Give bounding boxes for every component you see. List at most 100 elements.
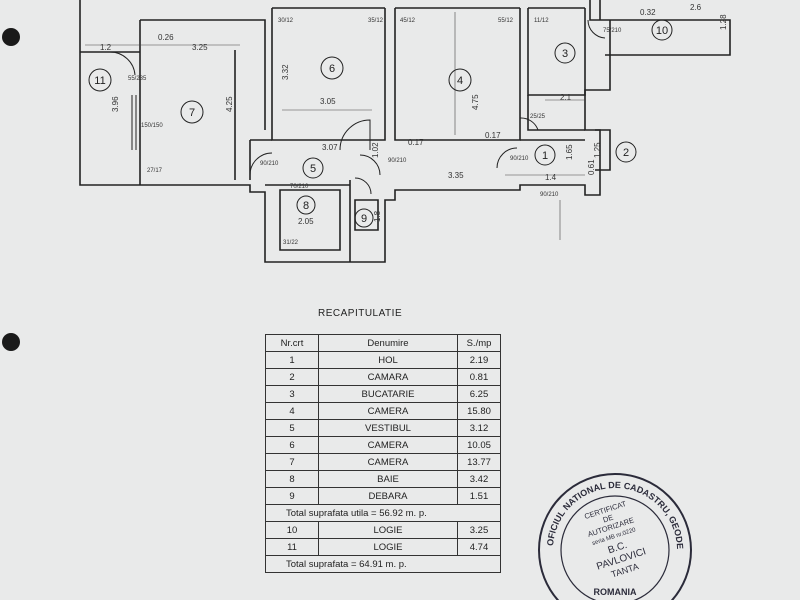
dim-label: 0.61 <box>587 159 596 175</box>
header-sup: S./mp <box>457 334 501 352</box>
cell-sup: 1.51 <box>457 487 501 505</box>
dim-label: 0.17 <box>485 131 501 140</box>
dim-label: 2.1 <box>560 93 572 102</box>
window-label: 150/150 <box>141 123 163 129</box>
cell-nr: 2 <box>265 368 319 386</box>
cell-name: LOGIE <box>318 521 458 539</box>
dim-label: 3.96 <box>111 96 120 112</box>
room-number-8: 8 <box>303 200 309 212</box>
room-circle-4 <box>448 68 472 92</box>
cell-nr: 11 <box>265 538 319 556</box>
window-label: 30/12 <box>278 18 294 24</box>
room-circle-9 <box>354 208 374 228</box>
room-number-3: 3 <box>562 48 568 60</box>
cell-name: CAMERA <box>318 402 458 420</box>
cell-name: DEBARA <box>318 487 458 505</box>
header-nr: Nr.crt <box>265 334 319 352</box>
stamp-line: DE <box>602 513 615 525</box>
floor-plan: 1 2 3 4 5 6 7 8 9 10 11 1.2 0.26 3.25 3.… <box>79 0 731 263</box>
cell-name: HOL <box>318 351 458 369</box>
room-circle-6 <box>320 56 344 80</box>
room-circle-7 <box>180 100 204 124</box>
punch-hole-top <box>2 28 20 46</box>
dim-label: 3.05 <box>320 97 336 106</box>
dim-label: 1.25 <box>593 142 602 158</box>
window-label: 31/22 <box>283 240 299 246</box>
cell-sup: 6.25 <box>457 385 501 403</box>
dim-label: 0.32 <box>640 8 656 17</box>
cell-sup: 2.19 <box>457 351 501 369</box>
cell-sup: 15.80 <box>457 402 501 420</box>
header-name: Denumire <box>318 334 458 352</box>
window-label: 55/12 <box>498 18 514 24</box>
dim-label: 1.02 <box>371 142 380 158</box>
dim-label: 1.28 <box>719 14 728 30</box>
cell-nr: 1 <box>265 351 319 369</box>
cell-name: CAMERA <box>318 453 458 471</box>
dim-label: 4.25 <box>225 96 234 112</box>
window-label: 45/12 <box>400 18 416 24</box>
dim-label: 1.4 <box>545 173 557 182</box>
room-circle-5 <box>302 157 324 179</box>
dim-label: 1.8 <box>373 210 382 222</box>
cell-sup: 10.05 <box>457 436 501 454</box>
room-circle-10 <box>651 19 673 41</box>
cell-nr: 3 <box>265 385 319 403</box>
cell-nr: 7 <box>265 453 319 471</box>
cell-name: BAIE <box>318 470 458 488</box>
dim-label: 3.25 <box>192 43 208 52</box>
cell-name: CAMERA <box>318 436 458 454</box>
door-label: 90/210 <box>260 161 279 167</box>
cell-nr: 6 <box>265 436 319 454</box>
cell-nr: 9 <box>265 487 319 505</box>
cell-name: BUCATARIE <box>318 385 458 403</box>
room-number-5: 5 <box>310 163 316 175</box>
door-label: 75/210 <box>603 28 622 34</box>
room-number-9: 9 <box>361 213 367 225</box>
door-label: 70/210 <box>290 184 309 190</box>
dim-label: 2.05 <box>298 217 314 226</box>
total-util: Total suprafata utila = 56.92 m. p. <box>265 504 501 522</box>
dim-label: 3.35 <box>448 171 464 180</box>
room-circle-3 <box>554 42 576 64</box>
cell-name: VESTIBUL <box>318 419 458 437</box>
dim-label: 3.07 <box>322 143 338 152</box>
cell-sup: 3.42 <box>457 470 501 488</box>
stamp-bottom-text: ROMANIA <box>594 587 637 597</box>
cell-sup: 0.81 <box>457 368 501 386</box>
door-label: 90/210 <box>540 192 559 198</box>
punch-hole-bottom <box>2 333 20 351</box>
room-number-1: 1 <box>542 150 548 162</box>
room-number-2: 2 <box>623 147 629 159</box>
room-number-6: 6 <box>329 63 335 75</box>
dim-label: 1.2 <box>100 43 112 52</box>
total-util-row: Total suprafata utila = 56.92 m. p. <box>265 504 501 522</box>
room-circle-11 <box>88 68 112 92</box>
cell-nr: 4 <box>265 402 319 420</box>
official-stamp: OFICIUL NATIONAL DE CADASTRU, GEODEZIE S… <box>535 455 692 600</box>
total-row: Total suprafata = 64.91 m. p. <box>265 555 501 573</box>
door-label: 55/235 <box>128 76 147 82</box>
room-circle-1 <box>534 144 556 166</box>
cell-sup: 13.77 <box>457 453 501 471</box>
window-label: 27/17 <box>147 168 163 174</box>
table-header-row: Nr.crt Denumire S./mp <box>265 334 501 352</box>
room-circle-2 <box>615 141 637 163</box>
cell-sup: 4.74 <box>457 538 501 556</box>
cell-sup: 3.25 <box>457 521 501 539</box>
cell-name: LOGIE <box>318 538 458 556</box>
door-label: 90/210 <box>510 156 529 162</box>
window-label: 11/12 <box>534 18 549 24</box>
dim-label: 0.26 <box>158 33 174 42</box>
door-label: 90/210 <box>388 158 407 164</box>
dim-label: 3.32 <box>281 64 290 80</box>
room-number-4: 4 <box>457 75 463 87</box>
